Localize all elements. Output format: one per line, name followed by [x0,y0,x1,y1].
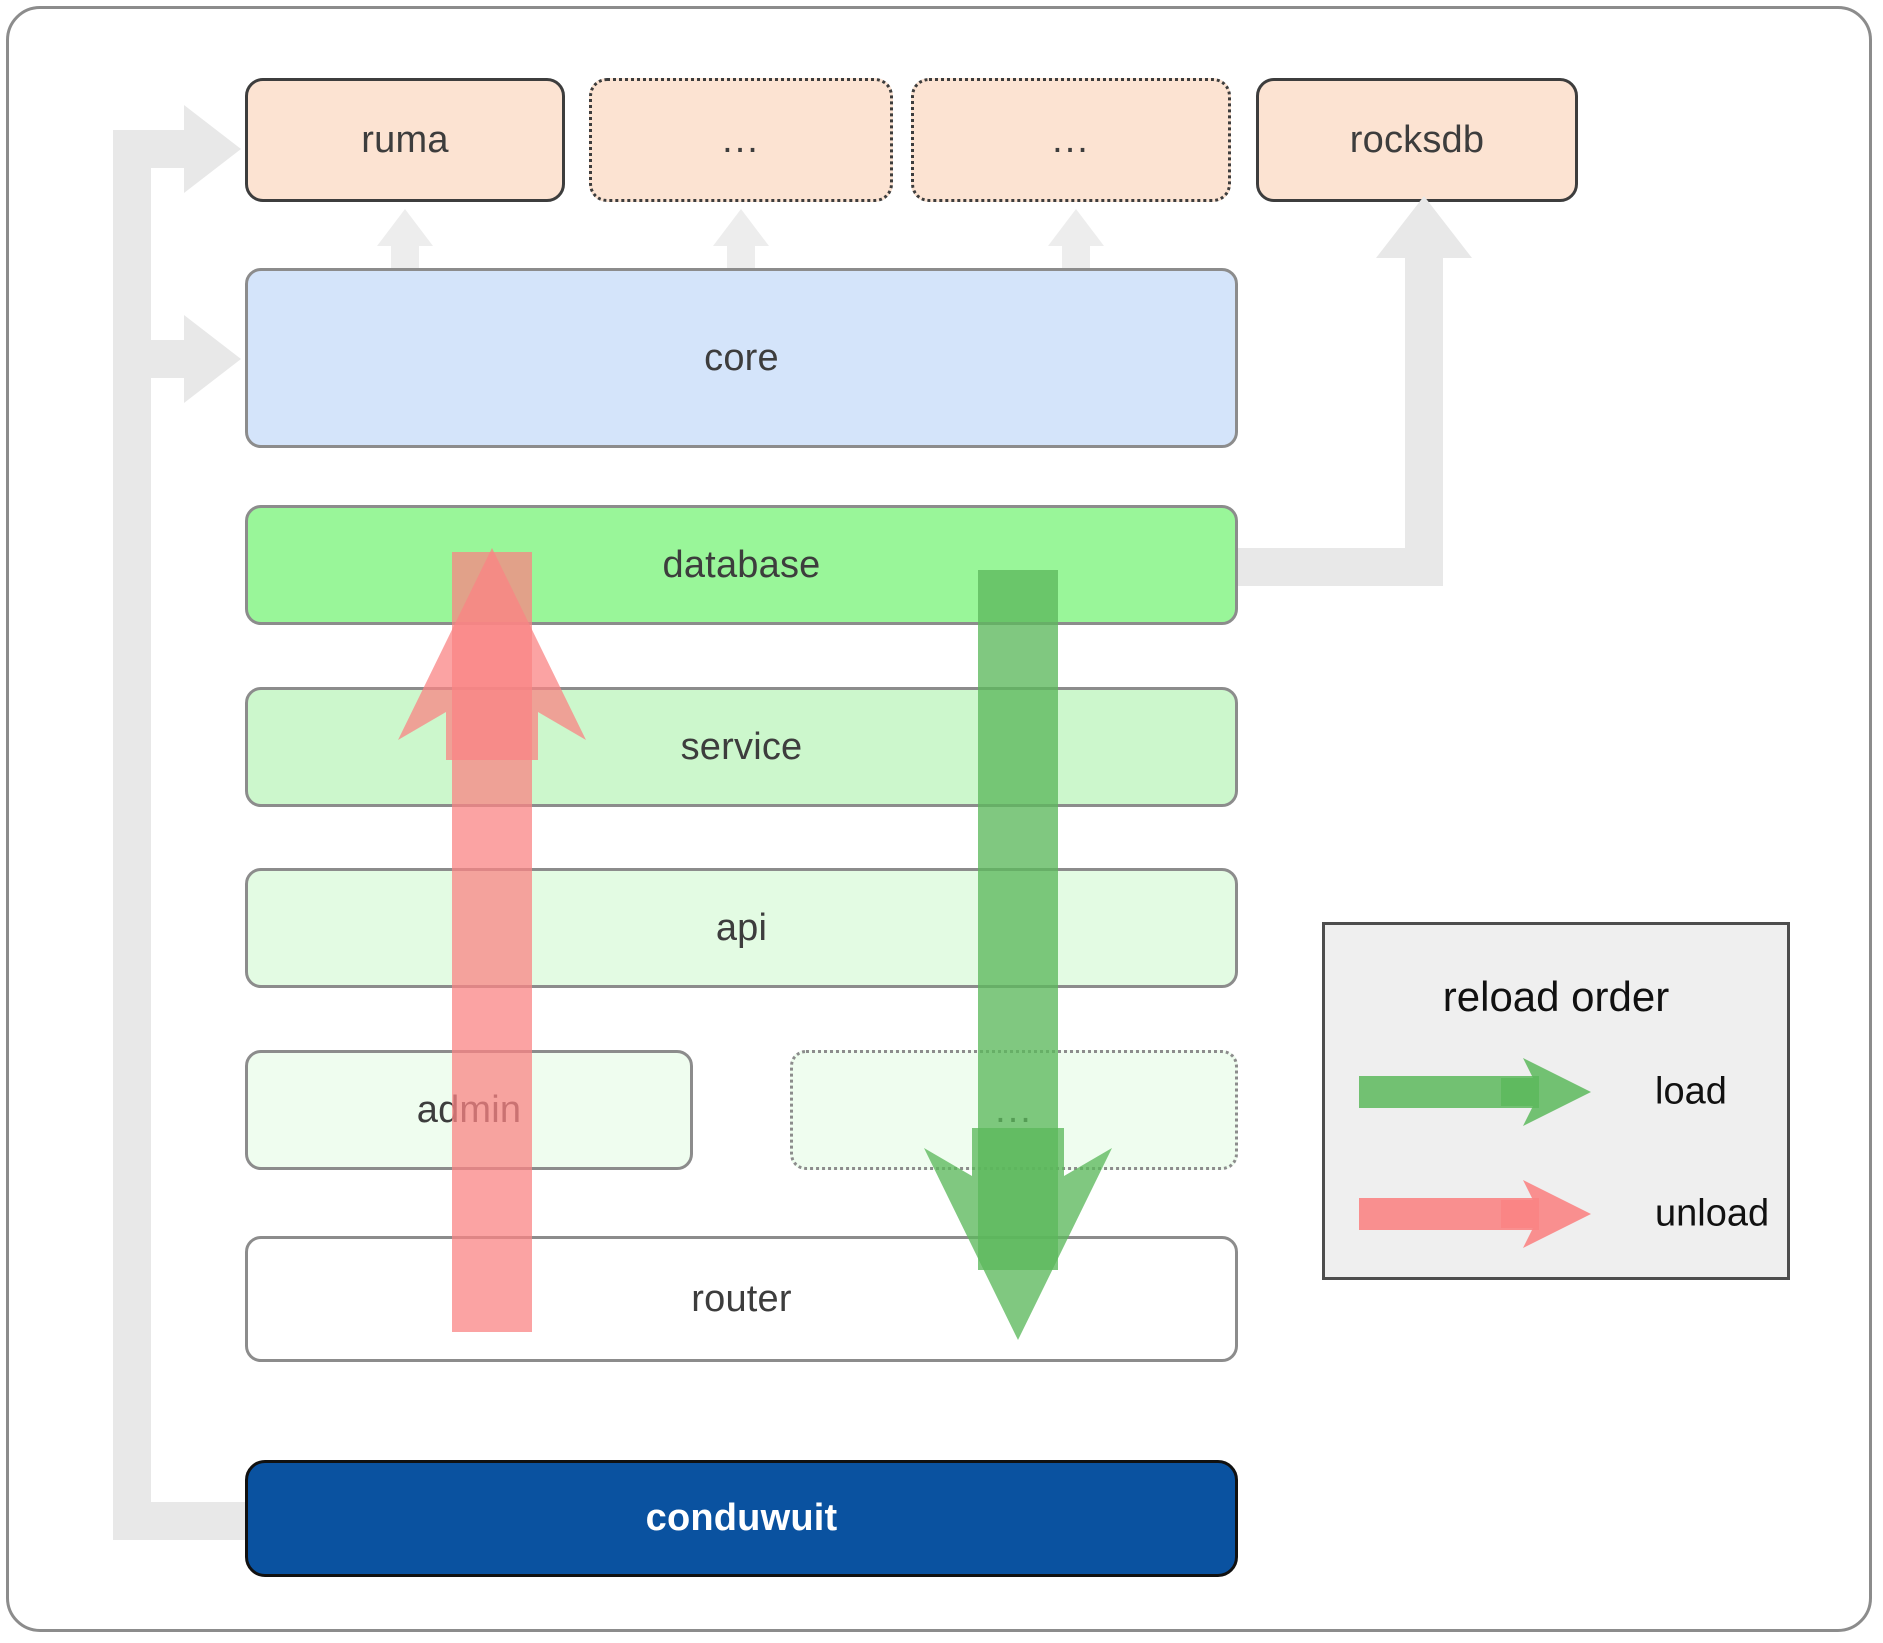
dependency-label-3: ... [1052,118,1090,161]
load-arrow-icon [1359,1058,1591,1126]
unload-arrow-icon [1359,1180,1591,1248]
layer-label-database: database [662,543,821,586]
diagram-frame [6,6,1872,1632]
app-label-conduwuit: conduwuit [645,1497,838,1539]
layer-box-extra[interactable]: ... [790,1050,1238,1170]
layer-box-router[interactable]: router [245,1236,1238,1362]
layer-box-api[interactable]: api [245,868,1238,988]
layer-label-core: core [704,336,779,379]
dependency-label-rocksdb: rocksdb [1349,118,1485,161]
layer-label-api: api [715,906,768,949]
dependency-box-3[interactable]: ... [911,78,1231,202]
dependency-label-ruma: ruma [361,118,449,161]
layer-box-service[interactable]: service [245,687,1238,807]
dependency-box-2[interactable]: ... [589,78,893,202]
layer-box-database[interactable]: database [245,505,1238,625]
legend-title: reload order [1442,973,1670,1020]
dependency-box-ruma[interactable]: ruma [245,78,565,202]
dependency-box-rocksdb[interactable]: rocksdb [1256,78,1578,202]
legend-label-load: load [1655,1070,1727,1113]
app-box-conduwuit[interactable]: conduwuit [245,1460,1238,1577]
legend-row-unload: unload [1325,1169,1787,1259]
legend-label-unload: unload [1655,1192,1770,1235]
layer-label-extra: ... [995,1088,1033,1131]
legend-panel: reload order load unload [1322,922,1790,1280]
dependency-label-2: ... [722,118,760,161]
legend-row-load: load [1325,1047,1787,1137]
layer-label-admin: admin [416,1088,522,1131]
layer-box-admin[interactable]: admin [245,1050,693,1170]
layer-label-router: router [691,1277,792,1320]
layer-box-core[interactable]: core [245,268,1238,448]
layer-label-service: service [680,725,803,768]
